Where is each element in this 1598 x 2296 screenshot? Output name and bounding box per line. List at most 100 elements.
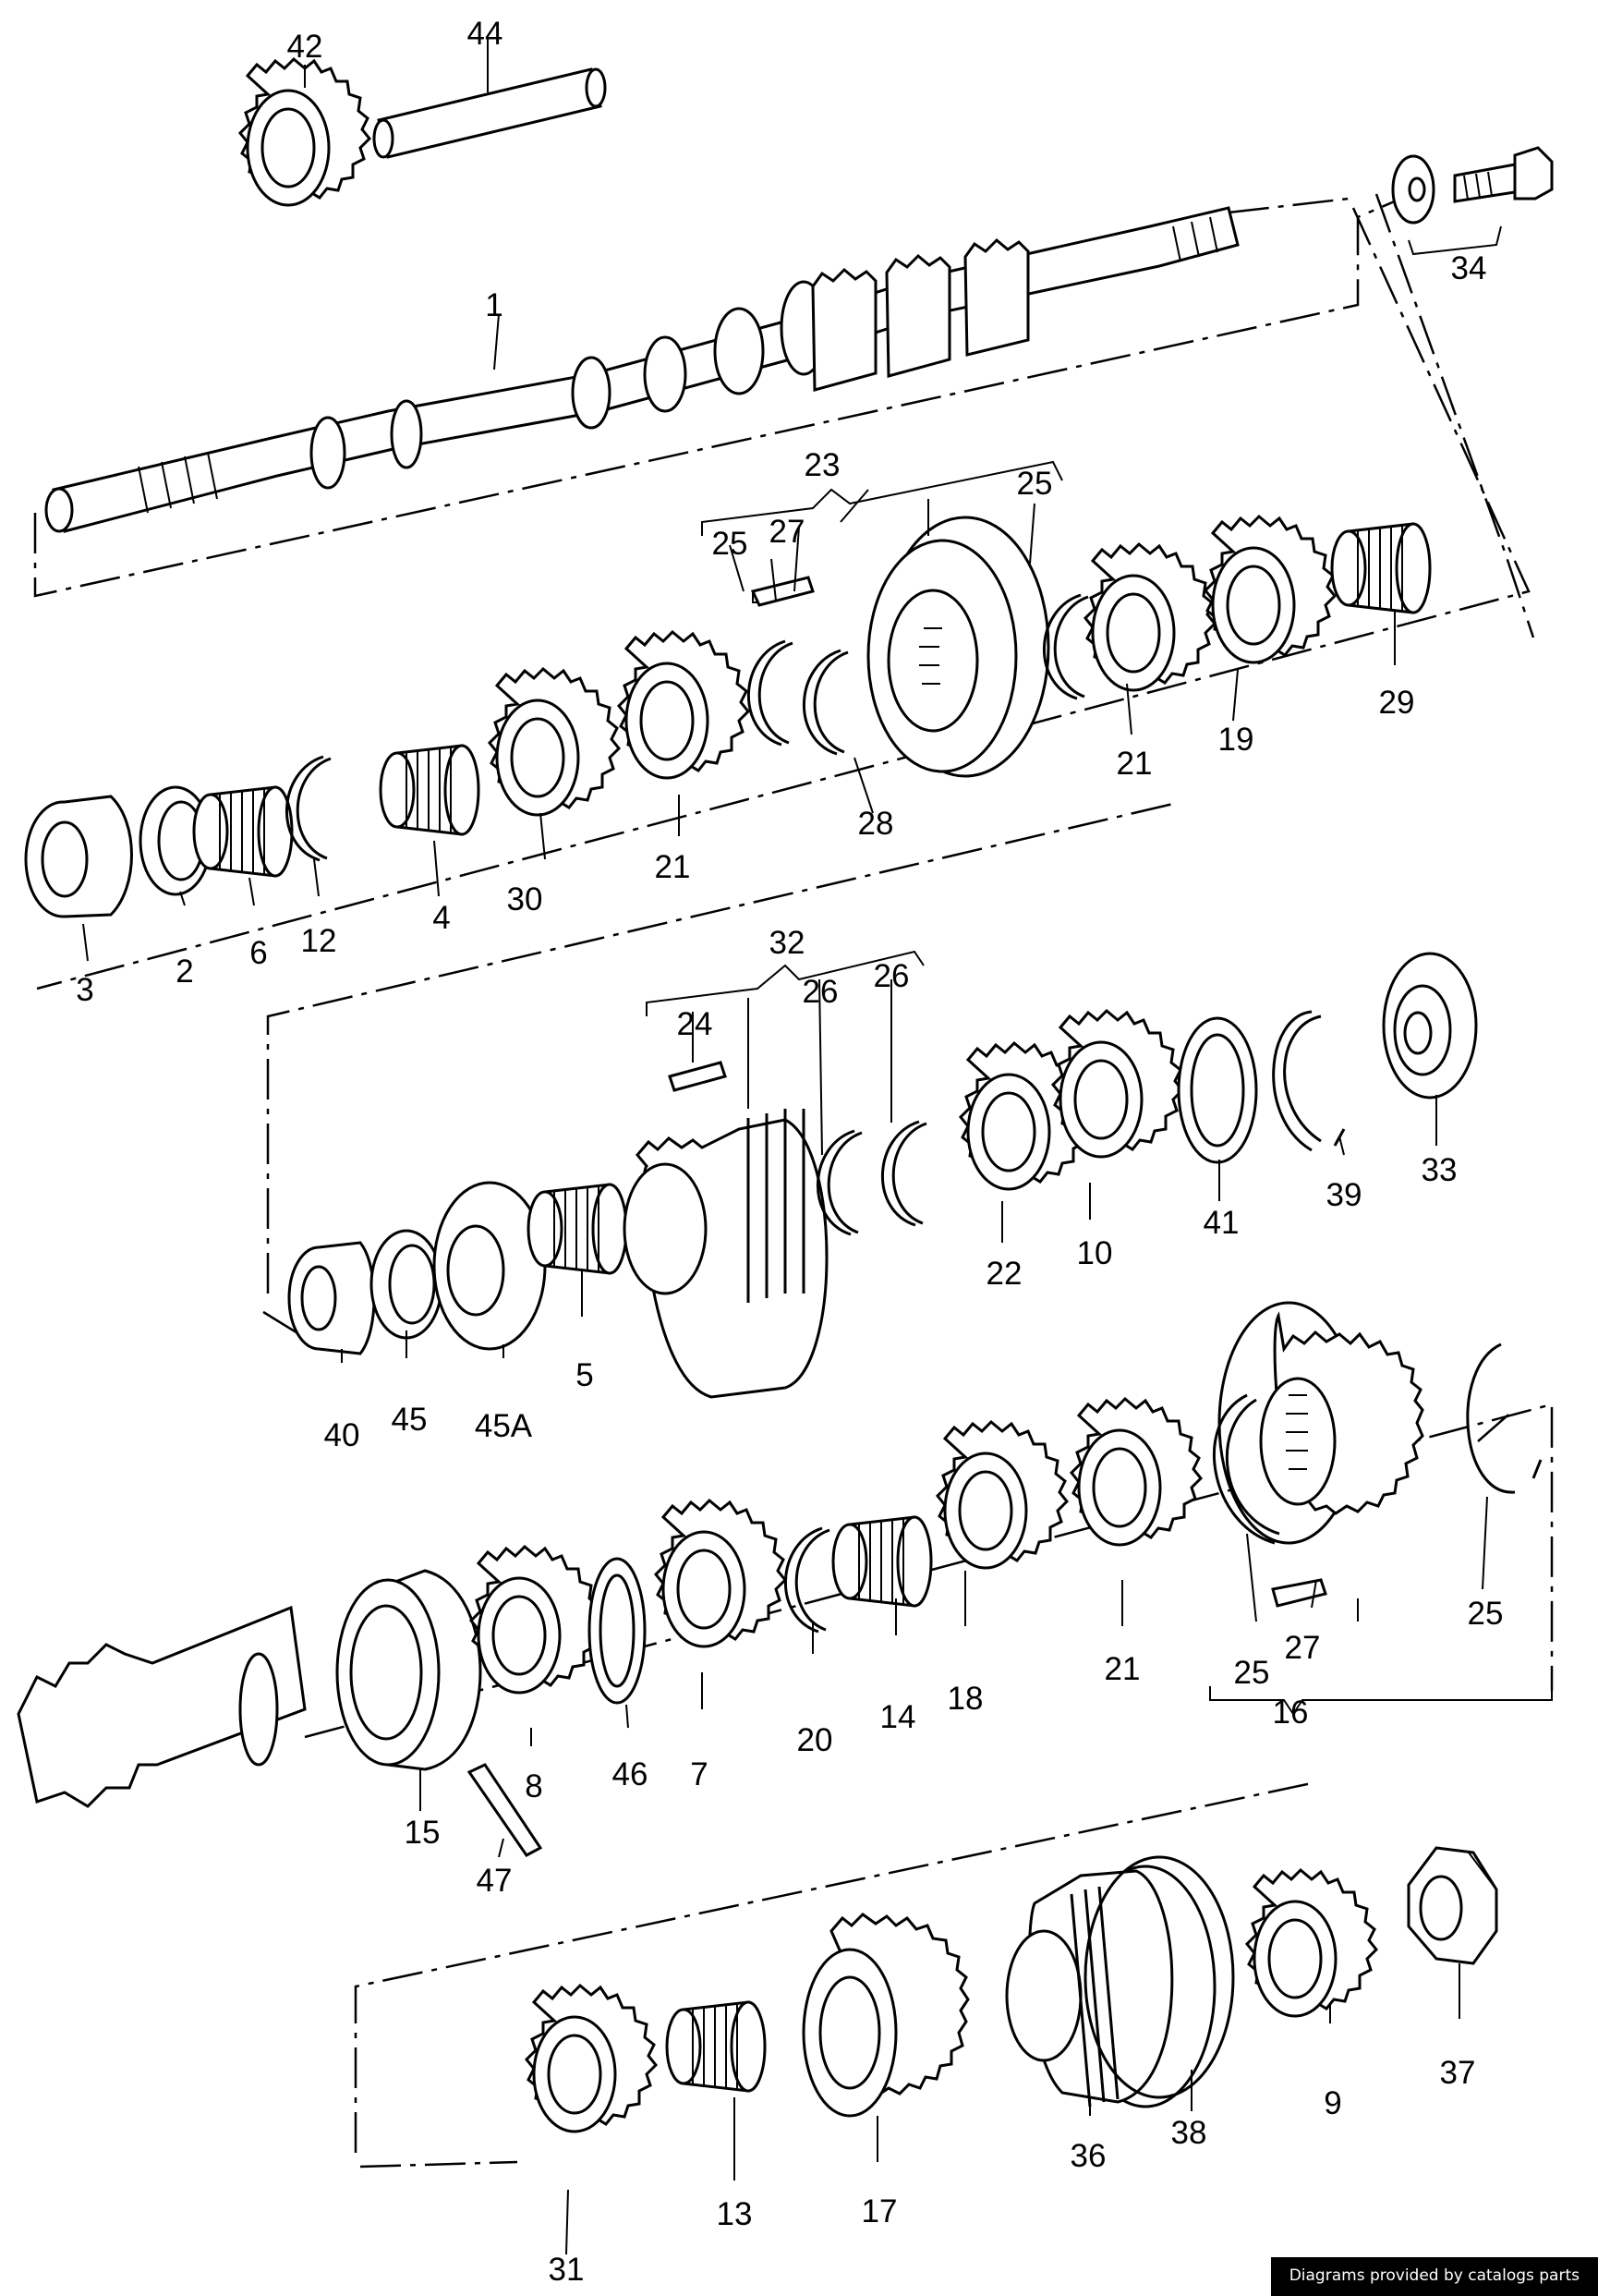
callout-25: 25 xyxy=(712,526,748,562)
hub-36 xyxy=(1005,1865,1217,2108)
pin-44 xyxy=(372,67,607,159)
callout-22: 22 xyxy=(987,1256,1023,1292)
callout-26: 26 xyxy=(803,974,839,1010)
callout-26: 26 xyxy=(874,958,910,994)
callout-2: 2 xyxy=(176,954,193,990)
leader-frame-4 xyxy=(354,1781,1313,2168)
callout-23: 23 xyxy=(805,447,841,483)
callout-18: 18 xyxy=(948,1681,984,1717)
plate-45A xyxy=(432,1181,547,1351)
callout-4: 4 xyxy=(432,900,450,936)
needle-bearing-29 xyxy=(1330,522,1432,614)
callout-39: 39 xyxy=(1326,1177,1362,1213)
spacer-41 xyxy=(1177,1016,1258,1164)
synchro-hub-23 xyxy=(866,516,1050,778)
gear-7 xyxy=(654,1499,787,1648)
callout-17: 17 xyxy=(862,2193,898,2229)
callout-25: 25 xyxy=(1234,1655,1270,1691)
callout-27: 27 xyxy=(769,514,805,550)
leader-frame-1 xyxy=(33,188,1531,990)
gear-17 xyxy=(802,1913,970,2118)
circlip-20 xyxy=(783,1526,831,1634)
callout-5: 5 xyxy=(575,1357,593,1393)
callout-16: 16 xyxy=(1273,1695,1309,1731)
circlip-12 xyxy=(284,755,333,862)
leader-lines xyxy=(82,37,1488,2255)
callout-38: 38 xyxy=(1171,2115,1207,2151)
callout-25: 25 xyxy=(1017,466,1053,502)
pinion-shaft xyxy=(17,1605,307,1808)
callout-7: 7 xyxy=(690,1756,708,1792)
callout-labels: 42 44 34 1 23 25 27 25 29 19 21 28 21 30… xyxy=(76,16,1503,2288)
callout-45: 45 xyxy=(392,1402,428,1438)
gear-18 xyxy=(936,1420,1069,1570)
roller-bearing-15 xyxy=(335,1569,482,1771)
bearing-race-3 xyxy=(24,795,133,918)
callout-47: 47 xyxy=(477,1863,513,1899)
bolt-34 xyxy=(1391,146,1554,225)
callout-44: 44 xyxy=(467,16,503,52)
bearing-40 xyxy=(287,1241,376,1355)
callout-14: 14 xyxy=(880,1699,916,1735)
leader-frame-3 xyxy=(304,1403,1554,1739)
bracket-32 xyxy=(646,950,925,1016)
footer-credit: Diagrams provided by catalogs parts xyxy=(1270,2257,1598,2296)
callout-34: 34 xyxy=(1451,250,1487,286)
callout-30: 30 xyxy=(507,881,543,917)
callout-21: 21 xyxy=(655,849,691,885)
washer-38 xyxy=(1083,1855,1235,2099)
callout-20: 20 xyxy=(797,1722,833,1758)
gear-19 xyxy=(1204,515,1337,664)
callout-32: 32 xyxy=(769,925,805,961)
callout-28: 28 xyxy=(858,806,894,842)
circlip-25a xyxy=(746,639,794,747)
callout-10: 10 xyxy=(1077,1235,1113,1271)
bracket-23 xyxy=(701,460,1063,536)
callout-3: 3 xyxy=(76,972,93,1008)
bracket-16 xyxy=(1209,1686,1553,1716)
bearing-6 xyxy=(192,785,294,878)
ball-bearing-33 xyxy=(1382,952,1478,1099)
gear-30 xyxy=(488,667,621,817)
key-27b xyxy=(1271,1578,1327,1608)
callout-24: 24 xyxy=(677,1006,713,1042)
callout-40: 40 xyxy=(324,1417,360,1453)
pin-47 xyxy=(466,1763,543,1857)
leader-frame-2 xyxy=(262,802,1174,1351)
callout-15: 15 xyxy=(405,1815,441,1851)
circlip-25b xyxy=(1042,593,1090,700)
callout-42: 42 xyxy=(287,29,323,65)
synchro-hub-16 xyxy=(1217,1301,1424,1545)
callout-8: 8 xyxy=(525,1768,542,1804)
circlip-25d xyxy=(1466,1342,1543,1494)
gear-9 xyxy=(1245,1868,1378,2018)
nut-37 xyxy=(1407,1846,1498,1965)
key-24 xyxy=(668,1061,727,1092)
callout-45A: 45A xyxy=(475,1408,533,1444)
circlip-26b xyxy=(880,1120,928,1227)
needle-bearing-5 xyxy=(527,1183,628,1275)
needle-bearing-4 xyxy=(379,744,480,836)
synchro-ring-31 xyxy=(525,1984,658,2133)
callout-12: 12 xyxy=(301,923,337,959)
circlip-28 xyxy=(802,649,850,756)
callout-29: 29 xyxy=(1379,685,1415,721)
shim-46 xyxy=(587,1557,647,1705)
synchro-ring-21c xyxy=(1070,1397,1203,1547)
callout-13: 13 xyxy=(717,2196,753,2232)
synchro-hub-32 xyxy=(623,1109,829,1399)
callout-1: 1 xyxy=(485,287,502,323)
gear-10 xyxy=(1051,1009,1184,1159)
mainshaft xyxy=(44,206,1240,533)
callout-19: 19 xyxy=(1218,722,1254,758)
needle-bearing-14 xyxy=(831,1515,933,1608)
callout-9: 9 xyxy=(1324,2085,1341,2121)
synchro-ring-21a xyxy=(617,630,750,780)
needle-bearing-13 xyxy=(665,2000,767,2093)
callout-36: 36 xyxy=(1071,2138,1107,2174)
callout-21: 21 xyxy=(1117,746,1153,782)
key-27a xyxy=(750,576,815,607)
callout-37: 37 xyxy=(1440,2055,1476,2091)
gear-8 xyxy=(469,1545,602,1695)
